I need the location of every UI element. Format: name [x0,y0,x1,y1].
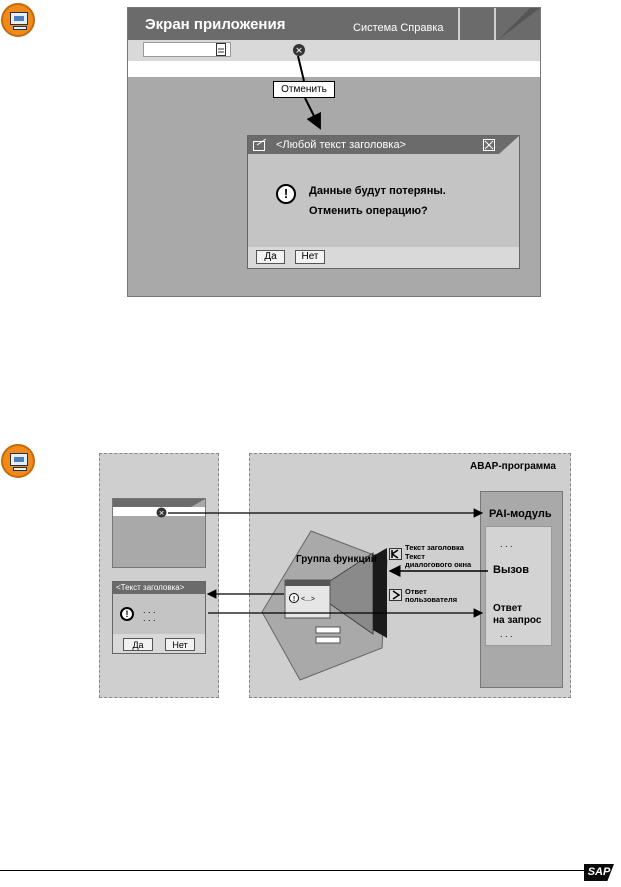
cancel-icon: ✕ [156,507,167,518]
title-text-label: Текст заголовка [405,543,464,552]
title-separator [458,8,460,40]
dialog-title-bar: <Любой текст заголовка> [248,136,519,154]
command-field[interactable] [143,42,231,57]
sap-logo: SAP [584,864,614,881]
import-param-icon [389,548,402,560]
no-button: Нет [165,638,195,651]
exclamation-icon: ! [276,184,296,204]
call-label: Вызов [493,564,530,576]
code-ellipsis: . . . [500,629,513,639]
screen-title-bar: Экран приложения Система Справка [128,8,540,40]
screen-title: Экран приложения [145,16,286,33]
corner-decoration [499,136,519,154]
code-ellipsis: . . . [500,539,513,549]
exclamation-icon: ! [120,607,134,621]
user-answer-label: Ответ пользователя [405,587,458,604]
footer-rule [0,870,585,871]
svg-text:!: ! [293,596,295,603]
dialog-title: <Любой текст заголовка> [276,139,406,151]
presentation-icon [1,3,35,37]
close-icon[interactable] [483,139,495,151]
dialog-text-line1: Данные будут потеряны. [309,185,446,197]
fg-window-text: <...> [301,596,316,603]
cancel-callout: Отменить [273,81,335,98]
screen-work-area-strip [128,61,540,77]
abap-program-label: ABAP-программа [470,461,556,472]
mini-dialog-dots: . . . . . . [143,605,156,623]
mini-dialog: <Текст заголовка> ! . . . . . . Да Нет [112,581,206,654]
confirm-dialog: <Любой текст заголовка> ! Данные будут п… [247,135,520,269]
function-group-label: Группа функций [296,554,377,565]
dialog-icon [253,139,267,151]
dialog-text-line2: Отменить операцию? [309,205,428,217]
export-param-icon [389,589,402,601]
pai-module-label: PAI-модуль [489,508,552,520]
no-button[interactable]: Нет [295,250,325,264]
dialog-text-label: Текст диалогового окна [405,552,472,569]
dialog-button-bar: Да Нет [248,247,519,268]
svg-text:✕: ✕ [159,510,165,518]
answer-label: Ответ на запрос [493,603,542,626]
corner-decoration [498,8,540,40]
mini-dialog-title: <Текст заголовка> [116,583,185,592]
cancel-icon[interactable]: ✕ [292,43,306,58]
save-icon[interactable] [216,43,226,56]
menu-system-help[interactable]: Система Справка [353,22,444,34]
yes-button[interactable]: Да [256,250,285,264]
title-separator [494,8,496,40]
yes-button: Да [123,638,153,651]
pai-module-code [485,526,552,646]
screen-layer-box [99,453,219,698]
toolbar [128,40,540,61]
presentation-icon [1,444,35,478]
svg-text:✕: ✕ [295,47,303,57]
